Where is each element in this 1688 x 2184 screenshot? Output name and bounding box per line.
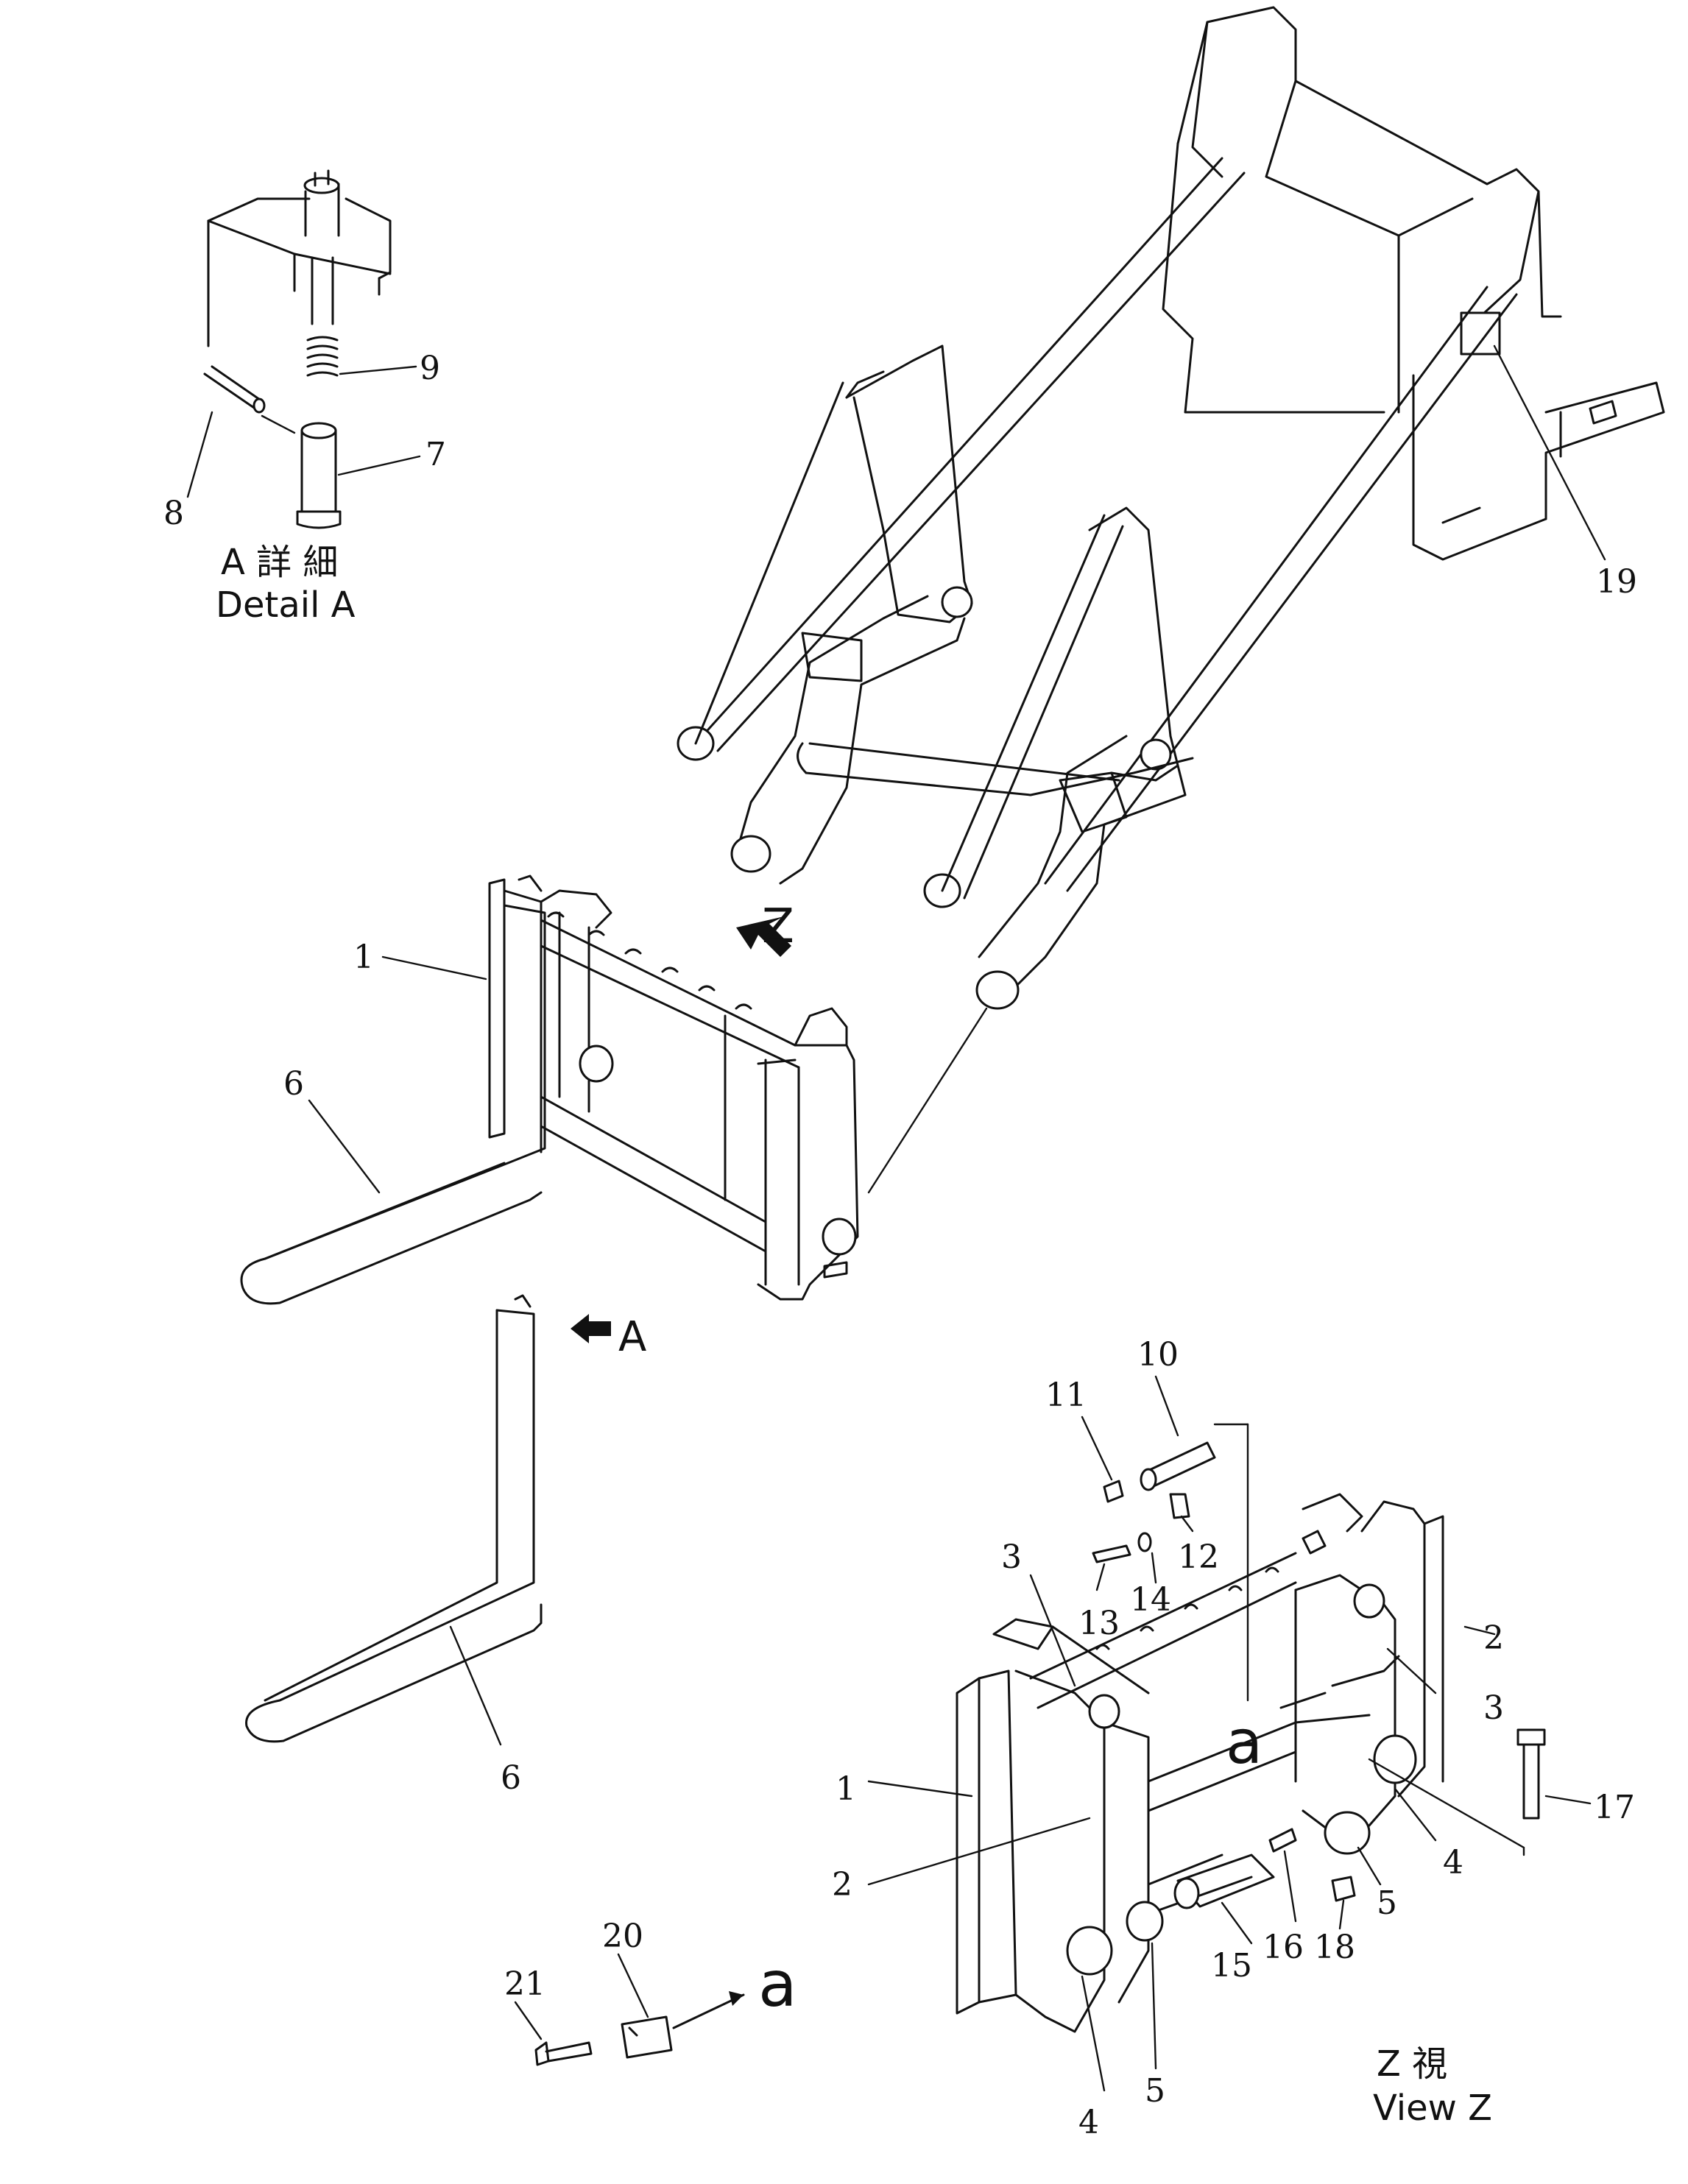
callout-20: 20: [602, 1918, 643, 1955]
fork-attachment-drawing: Z 1 6: [240, 874, 859, 1305]
callout-10: 10: [1137, 1336, 1179, 1374]
callout-1-view: 1: [836, 1770, 856, 1808]
callout-7: 7: [425, 436, 446, 473]
a-view-label: a: [1226, 1708, 1263, 1778]
callout-3-right: 3: [1483, 1689, 1504, 1727]
callout-5-right: 5: [1377, 1884, 1397, 1922]
callout-15: 15: [1211, 1947, 1252, 1985]
callout-1-main: 1: [353, 939, 374, 976]
callout-4-right: 4: [1443, 1844, 1463, 1881]
callout-3-left: 3: [1001, 1538, 1022, 1576]
callout-2-right: 2: [1483, 1619, 1504, 1657]
callout-9: 9: [420, 350, 440, 387]
view-z-caption-jp: Z 視: [1377, 2043, 1447, 2085]
callout-2-left: 2: [832, 1866, 852, 1904]
callout-14: 14: [1130, 1581, 1171, 1619]
callout-13: 13: [1078, 1605, 1120, 1642]
loose-fork-drawing: A 6: [245, 1294, 646, 1797]
callout-8: 8: [163, 495, 184, 532]
callout-4-left: 4: [1078, 2104, 1099, 2141]
callout-18: 18: [1314, 1929, 1355, 1966]
nameplate-detail-drawing: 20 21 a: [504, 1918, 797, 2066]
callout-16: 16: [1263, 1929, 1304, 1966]
callout-12: 12: [1178, 1538, 1219, 1576]
view-z-drawing: 10 11 12 14 13 3 2 3 1 2 17 4 5 15 16 18…: [832, 1336, 1635, 2141]
detail-a-caption-en: Detail A: [216, 584, 356, 626]
callout-6-upper: 6: [283, 1065, 304, 1103]
callout-19: 19: [1596, 563, 1637, 601]
detail-a-caption-jp: A 詳 細: [221, 542, 338, 583]
detail-a-drawing: 9 7 8 A 詳 細 Detail A: [163, 169, 446, 626]
view-z-caption-en: View Z: [1373, 2088, 1492, 2129]
callout-17: 17: [1594, 1789, 1635, 1826]
a-arrow-label: A: [618, 1313, 646, 1361]
callout-21: 21: [504, 1965, 545, 2003]
a-lower-label: a: [758, 1948, 797, 2021]
callout-5-left: 5: [1145, 2072, 1165, 2110]
loader-frame-drawing: 19: [677, 6, 1665, 1194]
callout-11: 11: [1045, 1377, 1087, 1414]
callout-6-lower: 6: [501, 1759, 521, 1797]
z-arrow-label: Z: [762, 900, 794, 954]
